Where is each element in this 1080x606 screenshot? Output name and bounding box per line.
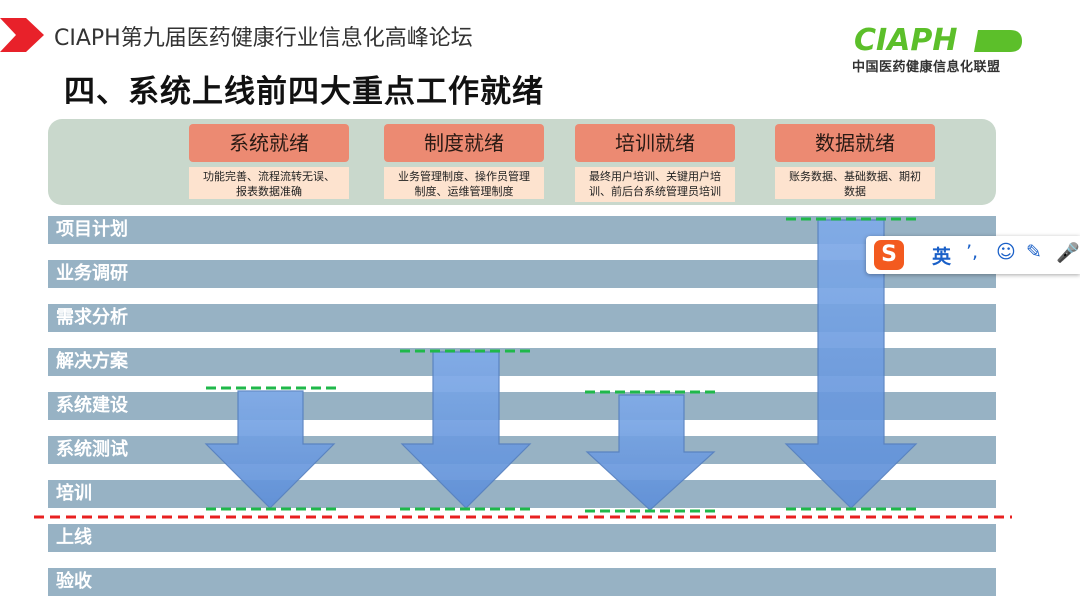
phase-label: 系统测试 <box>56 439 128 460</box>
category-data-desc: 账务数据、基础数据、期初 数据 <box>775 167 935 199</box>
phase-label: 解决方案 <box>56 351 128 372</box>
category-system-desc: 功能完善、流程流转无误、 报表数据准确 <box>189 167 349 199</box>
category-policy-desc: 业务管理制度、操作员管理 制度、运维管理制度 <box>384 167 544 199</box>
phase-row-test: 系统测试 <box>48 436 996 464</box>
emoji-icon[interactable]: ☺ <box>996 241 1016 263</box>
desc-line: 业务管理制度、操作员管理 <box>398 170 530 183</box>
ciaph-logo: CIAPH <box>854 23 1022 58</box>
desc-line: 训、前后台系统管理员培训 <box>589 185 721 198</box>
ime-toolbar[interactable]: S 英 ’, ☺ ✎ 🎤 <box>866 236 1080 274</box>
desc-line: 账务数据、基础数据、期初 <box>789 170 921 183</box>
phase-row-acceptance: 验收 <box>48 568 996 596</box>
phase-label: 项目计划 <box>56 219 128 240</box>
category-training-desc: 最终用户培训、关键用户培 训、前后台系统管理员培训 <box>575 167 735 202</box>
phase-label: 培训 <box>56 483 92 504</box>
phase-label: 需求分析 <box>56 307 128 328</box>
phase-label: 系统建设 <box>56 395 128 416</box>
header-title: CIAPH第九届医药健康行业信息化高峰论坛 <box>54 26 473 51</box>
ime-logo-icon[interactable]: S <box>874 240 904 270</box>
logo-text: CIAPH <box>854 23 958 58</box>
phase-label: 上线 <box>56 527 92 548</box>
pen-icon[interactable]: ✎ <box>1026 241 1042 263</box>
category-policy-ready: 制度就绪 <box>384 124 544 162</box>
microphone-icon[interactable]: 🎤 <box>1056 242 1080 264</box>
phase-row-solution: 解决方案 <box>48 348 996 376</box>
phase-row-plan: 项目计划 <box>48 216 996 244</box>
phase-row-training: 培训 <box>48 480 996 508</box>
desc-line: 功能完善、流程流转无误、 <box>203 170 335 183</box>
desc-line: 报表数据准确 <box>236 185 302 198</box>
red-chevron-icon <box>0 18 44 52</box>
phase-label: 业务调研 <box>56 263 128 284</box>
punctuation-icon[interactable]: ’, <box>966 241 979 263</box>
category-training-ready: 培训就绪 <box>575 124 735 162</box>
page-title: 四、系统上线前四大重点工作就绪 <box>64 74 544 110</box>
desc-line: 数据 <box>844 185 866 198</box>
phase-row-build: 系统建设 <box>48 392 996 420</box>
desc-line: 最终用户培训、关键用户培 <box>589 170 721 183</box>
logo-subtitle: 中国医药健康信息化联盟 <box>852 60 1001 75</box>
phase-label: 验收 <box>56 571 92 592</box>
phase-row-golive: 上线 <box>48 524 996 552</box>
phase-row-requirements: 需求分析 <box>48 304 996 332</box>
category-system-ready: 系统就绪 <box>189 124 349 162</box>
desc-line: 制度、运维管理制度 <box>414 185 514 198</box>
ime-language-toggle[interactable]: 英 <box>932 246 952 268</box>
phase-row-research: 业务调研 <box>48 260 996 288</box>
category-data-ready: 数据就绪 <box>775 124 935 162</box>
